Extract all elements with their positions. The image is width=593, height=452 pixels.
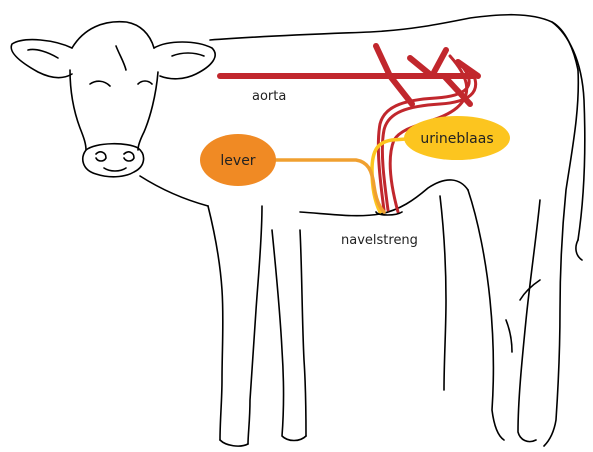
calf-right-eye xyxy=(138,81,152,84)
calf-right-nostril xyxy=(124,152,134,161)
aorta-branch-2 xyxy=(410,50,446,76)
calf-right-ear xyxy=(154,42,215,79)
calf-front-hoof-near xyxy=(220,440,248,446)
calf-front-leg-far-back xyxy=(300,230,306,436)
calf-right-ear-inner xyxy=(172,53,204,56)
calf-face-right xyxy=(138,72,158,150)
calf-tail-tip xyxy=(576,240,582,260)
calf-left-ear-inner xyxy=(28,49,58,58)
calf-left-nostril xyxy=(96,152,106,161)
calf-outline xyxy=(11,15,585,446)
calf-left-eye xyxy=(90,81,110,86)
calf-hind-leg-far xyxy=(440,196,446,390)
calf-hind-leg-near xyxy=(468,190,504,440)
calf-forehead-tuft xyxy=(116,46,126,70)
umbilical-vein xyxy=(270,160,384,212)
urineblaas-label: urineblaas xyxy=(420,131,493,147)
calf-hock-far xyxy=(506,320,512,352)
calf-front-leg-back xyxy=(248,206,262,444)
calf-chest xyxy=(208,206,223,440)
calf-head-top xyxy=(72,22,154,48)
lever-label: lever xyxy=(220,153,255,169)
calf-left-ear xyxy=(11,40,72,78)
calf-muzzle xyxy=(83,144,144,177)
calf-back xyxy=(210,15,578,70)
aorta-label: aorta xyxy=(252,89,286,104)
calf-rump xyxy=(544,70,578,446)
calf-mouth xyxy=(104,168,126,171)
calf-throat xyxy=(140,176,208,206)
calf-tail xyxy=(552,22,585,240)
calf-face-left xyxy=(70,70,86,150)
calf-hind-leg-near-back xyxy=(518,200,540,442)
navelstreng-label: navelstreng xyxy=(341,233,418,248)
